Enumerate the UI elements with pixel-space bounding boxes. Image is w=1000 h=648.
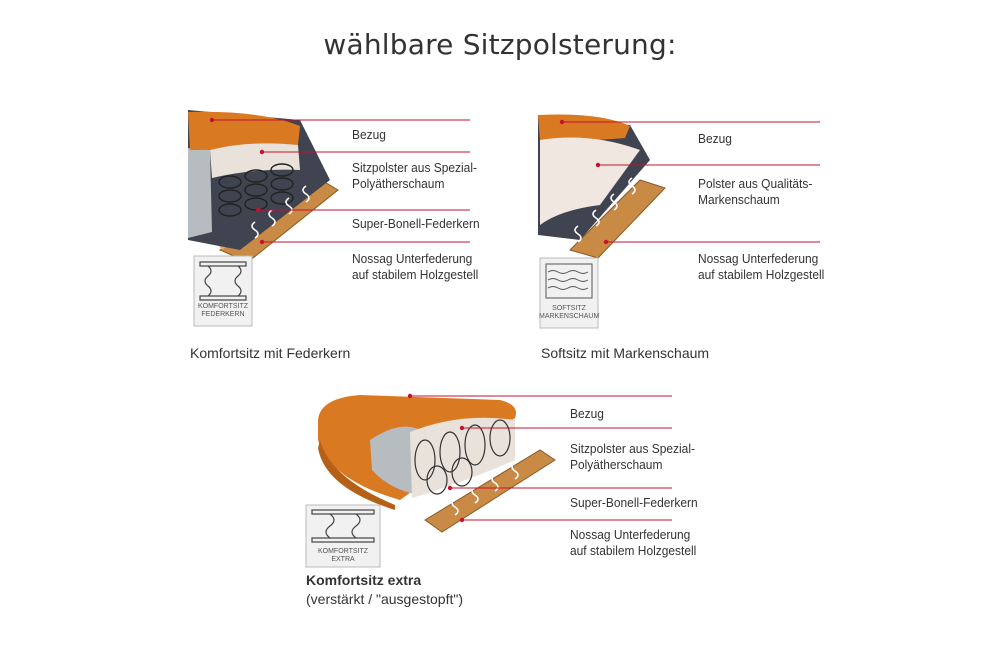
caption-softsitz: Softsitz mit Markenschaum (541, 345, 710, 361)
label-bezug: Bezug (570, 406, 604, 421)
label-bezug: Bezug (352, 127, 386, 142)
badge-komfortsitz-federkern: KOMFORTSITZ FEDERKERN (197, 303, 249, 318)
label-federkern: Super-Bonell-Federkern (352, 216, 480, 231)
label-sitzpolster: Sitzpolster aus Spezial- Polyätherschaum (570, 441, 695, 472)
page-title: wählbare Sitzpolsterung: (323, 28, 677, 61)
label-unterfederung: Nossag Unterfederung auf stabilem Holzge… (698, 251, 825, 282)
label-sitzpolster: Sitzpolster aus Spezial- Polyätherschaum (352, 160, 477, 191)
label-federkern: Super-Bonell-Federkern (570, 495, 698, 510)
caption-extra-sub: (verstärkt / "ausgestopft") (306, 591, 463, 607)
caption-extra: Komfortsitz extra (306, 572, 422, 588)
badge-softsitz: SOFTSITZ MARKENSCHAUM (539, 305, 600, 320)
badge-komfortsitz-extra: KOMFORTSITZ EXTRA (317, 548, 369, 563)
label-markenschaum: Polster aus Qualitäts- Markenschaum (698, 176, 813, 207)
label-bezug: Bezug (698, 131, 732, 146)
caption-federkern: Komfortsitz mit Federkern (190, 345, 351, 361)
label-unterfederung: Nossag Unterfederung auf stabilem Holzge… (352, 251, 479, 282)
label-unterfederung: Nossag Unterfederung auf stabilem Holzge… (570, 527, 697, 558)
